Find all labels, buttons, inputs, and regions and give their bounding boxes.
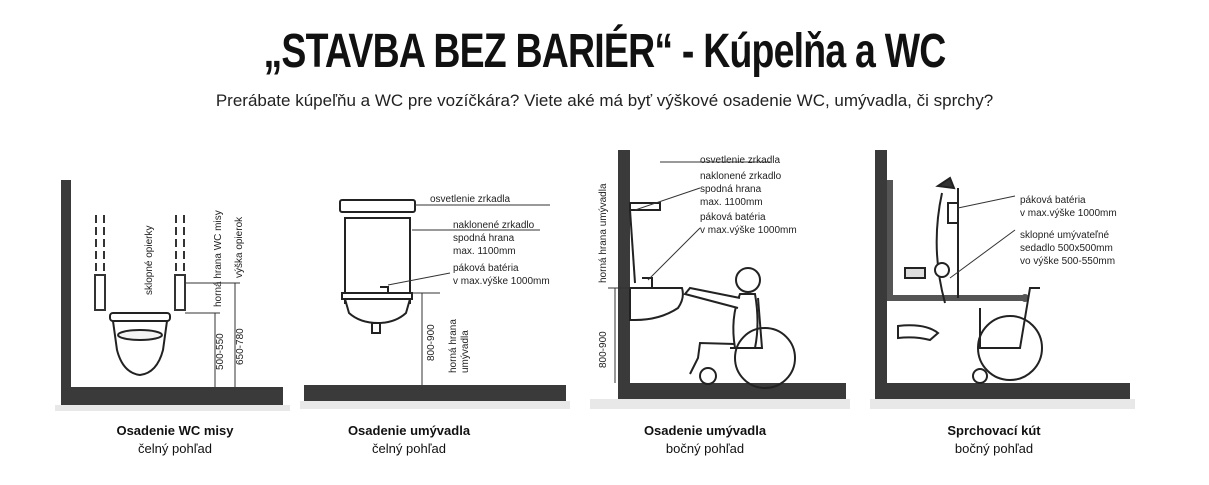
label-bottom-edge: spodná hrana bbox=[453, 233, 515, 244]
label-top-edge: horná hrana WC misy bbox=[213, 210, 224, 307]
caption-basin-front: Osadenie umývadla čelný pohľad bbox=[299, 422, 519, 458]
wc-front-diagram: sklopné opierky horná hrana WC misy výšk… bbox=[55, 180, 290, 411]
label-seat-1: sklopné umývateľné bbox=[1020, 230, 1110, 241]
wash-basin bbox=[629, 277, 684, 321]
tilted-mirror bbox=[344, 217, 411, 304]
shower-set bbox=[904, 176, 959, 304]
caption-wc-front: Osadenie WC misy čelný pohľad bbox=[65, 422, 285, 458]
floor bbox=[304, 385, 566, 401]
caption-sub: čelný pohľad bbox=[138, 441, 212, 456]
label-mirror-light: osvetlenie zrkadla bbox=[430, 194, 510, 205]
caption-sub: čelný pohľad bbox=[372, 441, 446, 456]
person-in-wheelchair bbox=[897, 287, 1043, 384]
label-seat-2: sedadlo 500x500mm bbox=[1020, 243, 1113, 254]
label-max-height: max. 1100mm bbox=[700, 197, 763, 208]
caption-sub: bočný pohľad bbox=[954, 441, 1034, 456]
dim-basin: 800-900 bbox=[598, 331, 609, 368]
toilet-bowl bbox=[109, 312, 171, 377]
grab-rail bbox=[887, 180, 1025, 301]
basin-side-diagram: osvetlenie zrkadla naklonené zrkadlo spo… bbox=[590, 150, 850, 409]
label-tap-height: v max.výške 1000mm bbox=[700, 225, 797, 236]
caption-title: Osadenie umývadla bbox=[643, 423, 767, 438]
label-basin-top-1: horná hrana bbox=[448, 319, 459, 373]
label-tap-height: v max.výške 1000mm bbox=[453, 276, 550, 287]
floor bbox=[61, 387, 283, 405]
label-tap: páková batéria bbox=[700, 212, 766, 223]
label-seat-3: vo výške 500-550mm bbox=[1020, 256, 1115, 267]
label-tap: páková batéria bbox=[453, 263, 519, 274]
label-max-height: max. 1100mm bbox=[453, 246, 516, 257]
floor bbox=[618, 383, 846, 399]
page-subtitle: Prerábate kúpeľňu a WC pre vozíčkára? Vi… bbox=[215, 91, 994, 110]
label-tap-height: v max.výške 1000mm bbox=[1020, 208, 1117, 219]
page-title: „STAVBA BEZ BARIÉR“ - Kúpelňa a WC bbox=[263, 25, 946, 78]
caption-title: Sprchovací kút bbox=[947, 423, 1041, 438]
mirror-light bbox=[629, 202, 661, 284]
grab-bar-left bbox=[94, 215, 106, 311]
caption-sub: bočný pohľad bbox=[665, 441, 745, 456]
label-bottom-edge: spodná hrana bbox=[700, 184, 762, 195]
label-basin-top: horná hrana umývadla bbox=[598, 183, 609, 283]
label-basin-top-2: umývadla bbox=[460, 330, 471, 373]
label-tilted-mirror: naklonené zrkadlo bbox=[700, 171, 782, 182]
caption-title: Osadenie WC misy bbox=[116, 423, 234, 438]
grab-bar-right bbox=[174, 215, 186, 311]
caption-basin-side: Osadenie umývadla bočný pohľad bbox=[595, 422, 815, 458]
label-tilted-mirror: naklonené zrkadlo bbox=[453, 220, 535, 231]
wall bbox=[618, 150, 630, 400]
caption-title: Osadenie umývadla bbox=[347, 423, 471, 438]
wall bbox=[875, 150, 887, 400]
basin-front-diagram: osvetlenie zrkadla naklonené zrkadlo spo… bbox=[300, 194, 570, 409]
label-tap: páková batéria bbox=[1020, 195, 1086, 206]
person-in-wheelchair bbox=[683, 267, 796, 389]
wall bbox=[61, 180, 71, 405]
label-mirror-light: osvetlenie zrkadla bbox=[700, 155, 780, 166]
label-grab-bars: sklopné opierky bbox=[144, 226, 155, 295]
mirror-light bbox=[339, 199, 416, 213]
floor bbox=[875, 383, 1130, 399]
label-armrest-height: výška opierok bbox=[234, 216, 245, 278]
shower-side-diagram: páková batéria v max.výške 1000mm sklopn… bbox=[870, 150, 1135, 409]
dim-basin: 800-900 bbox=[426, 324, 437, 361]
dim-armrest: 650-780 bbox=[235, 328, 246, 365]
dim-bowl: 500-550 bbox=[215, 333, 226, 370]
caption-shower: Sprchovací kút bočný pohľad bbox=[884, 422, 1104, 458]
wash-basin bbox=[341, 286, 413, 334]
